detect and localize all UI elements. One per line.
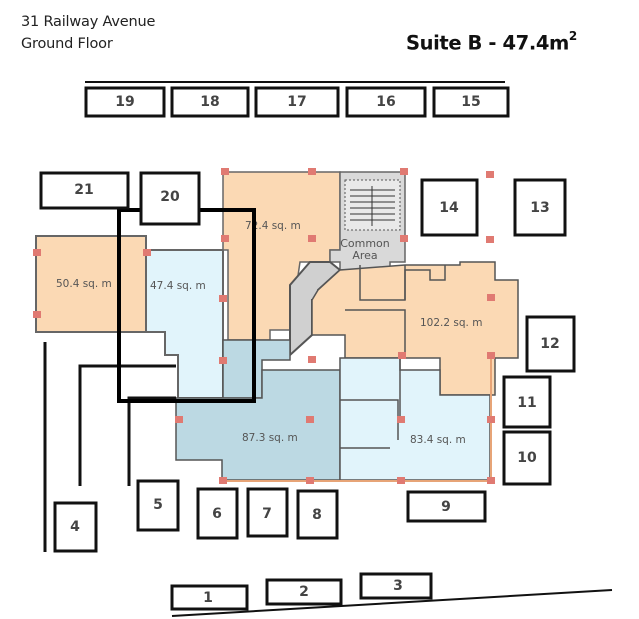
parking-bay-21[interactable]: 21 [39, 171, 130, 210]
parking-bay-8[interactable]: 8 [296, 489, 339, 540]
unit-50-4[interactable] [35, 235, 147, 333]
parking-bay-5[interactable]: 5 [136, 479, 180, 532]
common-area-label-1: Common [340, 237, 390, 250]
unit-102-2-partitions [345, 265, 446, 358]
svg-text:11: 11 [517, 395, 536, 411]
parking-bay-9[interactable]: 9 [406, 490, 487, 523]
svg-text:20: 20 [160, 189, 180, 205]
svg-text:19: 19 [115, 94, 134, 110]
svg-text:7: 7 [262, 506, 272, 522]
svg-text:2: 2 [299, 584, 309, 600]
address-line-street: 31 Railway Avenue [21, 14, 156, 30]
svg-text:14: 14 [439, 200, 459, 216]
svg-text:8: 8 [312, 507, 322, 523]
driveway-lines [43, 342, 176, 552]
unit-47-4-label: 47.4 sq. m [150, 280, 206, 292]
unit-83-4-partitions [340, 358, 401, 449]
svg-text:18: 18 [200, 94, 219, 110]
unit-50-4-label: 50.4 sq. m [56, 278, 112, 290]
svg-text:3: 3 [393, 578, 403, 594]
svg-text:16: 16 [376, 94, 395, 110]
svg-text:5: 5 [153, 497, 163, 513]
svg-text:1: 1 [203, 590, 213, 606]
parking-bay-14[interactable]: 14 [420, 178, 479, 237]
unit-83-4-label: 83.4 sq. m [410, 434, 466, 446]
stair-treads-icon [350, 186, 395, 226]
column-markers [33, 168, 495, 484]
unit-72-4-label: 72.4 sq. m [245, 220, 301, 232]
common-area-label-2: Area [352, 249, 377, 262]
parking-bay-16[interactable]: 16 [345, 86, 427, 118]
parking-bay-2[interactable]: 2 [265, 578, 343, 606]
parking-bay-12[interactable]: 12 [525, 315, 576, 373]
suite-title: Suite B - 47.4m2 [406, 29, 577, 55]
svg-text:13: 13 [530, 200, 549, 216]
parking-bay-7[interactable]: 7 [246, 487, 289, 538]
svg-text:9: 9 [441, 499, 451, 515]
site-boundary-bottom [171, 589, 613, 617]
parking-bay-18[interactable]: 18 [170, 86, 250, 118]
parking-bay-20[interactable]: 20 [139, 171, 201, 226]
parking-bay-19[interactable]: 19 [84, 86, 166, 118]
suite-title-superscript: 2 [568, 29, 577, 43]
unit-102-2-label: 102.2 sq. m [420, 317, 482, 329]
unit-87-3-label: 87.3 sq. m [242, 432, 298, 444]
unit-47-4[interactable] [145, 249, 224, 399]
parking-bay-1[interactable]: 1 [170, 584, 249, 611]
parking-bay-10[interactable]: 10 [502, 430, 552, 486]
svg-text:6: 6 [212, 506, 222, 522]
building-address: 31 Railway Avenue Ground Floor [21, 11, 155, 55]
svg-text:10: 10 [517, 450, 537, 466]
parking-bay-15[interactable]: 15 [432, 86, 510, 118]
svg-text:12: 12 [540, 336, 559, 352]
parking-bay-17[interactable]: 17 [254, 86, 340, 118]
address-line-floor: Ground Floor [21, 36, 113, 52]
parking-bay-3[interactable]: 3 [359, 572, 433, 600]
svg-text:15: 15 [461, 94, 480, 110]
parking-bay-4[interactable]: 4 [53, 501, 98, 553]
svg-text:17: 17 [287, 94, 306, 110]
suite-title-text: Suite B - 47.4m [406, 31, 569, 55]
svg-text:4: 4 [70, 519, 80, 535]
parking-bay-13[interactable]: 13 [513, 178, 567, 237]
svg-text:21: 21 [74, 182, 93, 198]
parking-bay-11[interactable]: 11 [502, 375, 552, 429]
parking-bay-6[interactable]: 6 [196, 487, 239, 540]
